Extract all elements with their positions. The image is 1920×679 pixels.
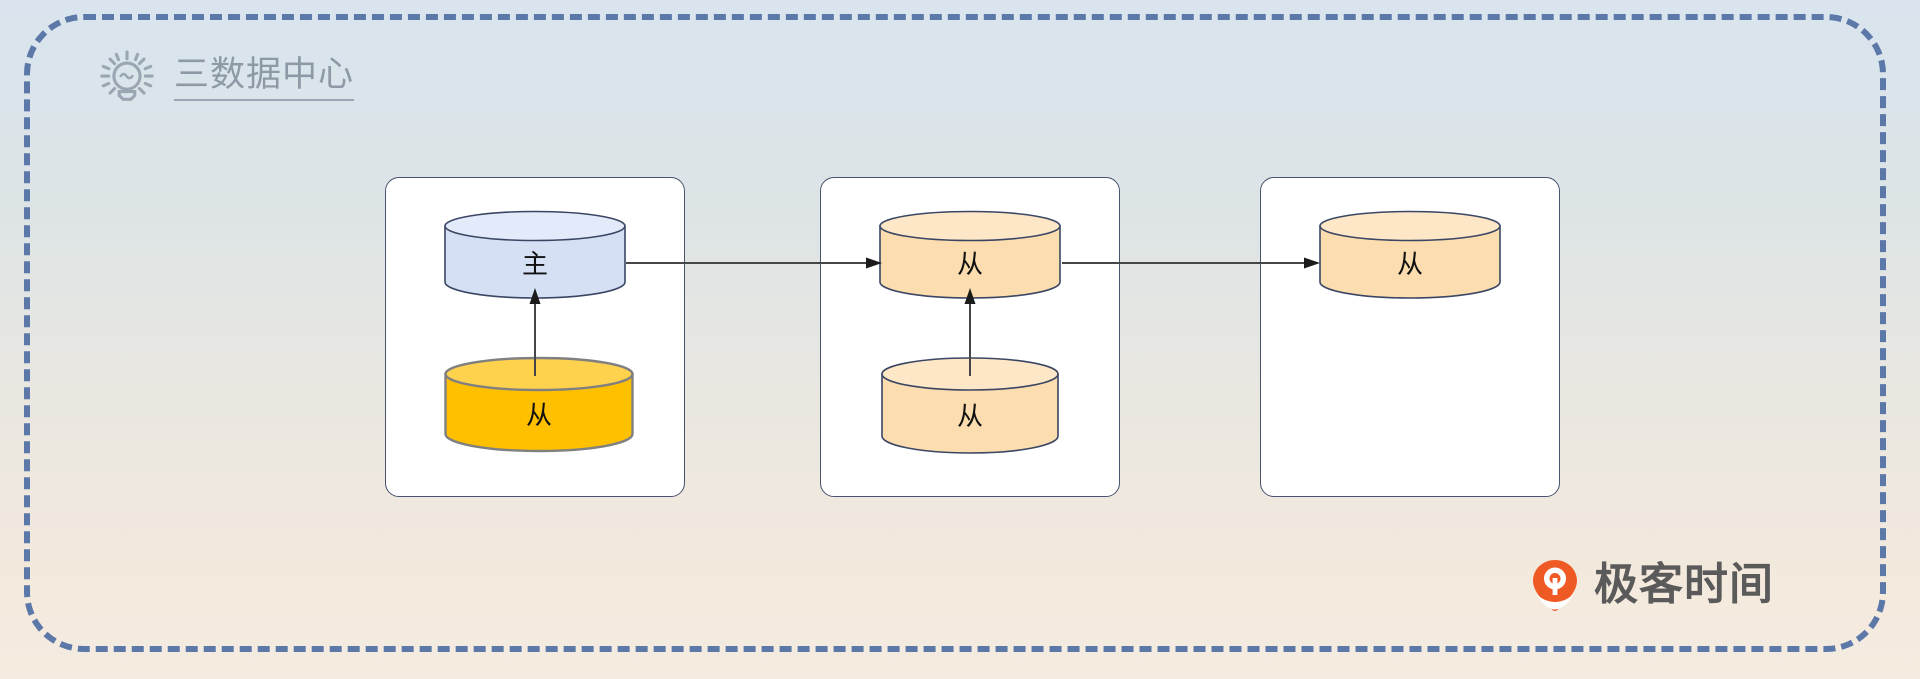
brand-text: 极客时间 <box>1594 559 1774 610</box>
db-cylinder-primary-dc1[interactable]: 主 <box>443 210 627 299</box>
arrow-dc1-to-dc2 <box>626 255 884 271</box>
geekbang-pin-icon <box>1528 558 1582 612</box>
db-cylinder-replica-dc2-lower[interactable]: 从 <box>880 355 1060 457</box>
arrow-dc2-to-dc3 <box>1062 255 1322 271</box>
brand-logo: 极客时间 <box>1528 558 1774 612</box>
arrow-dc2-lower-to-upper <box>962 288 978 376</box>
db-cylinder-replica-dc2-upper[interactable]: 从 <box>878 210 1062 299</box>
db-cylinder-replica-dc3[interactable]: 从 <box>1318 210 1502 299</box>
page-title: 三数据中心 <box>174 57 355 101</box>
diagram-title-row: 三数据中心 <box>96 48 355 110</box>
arrow-dc1-replica-to-primary <box>527 288 543 376</box>
lightbulb-icon <box>96 48 158 110</box>
